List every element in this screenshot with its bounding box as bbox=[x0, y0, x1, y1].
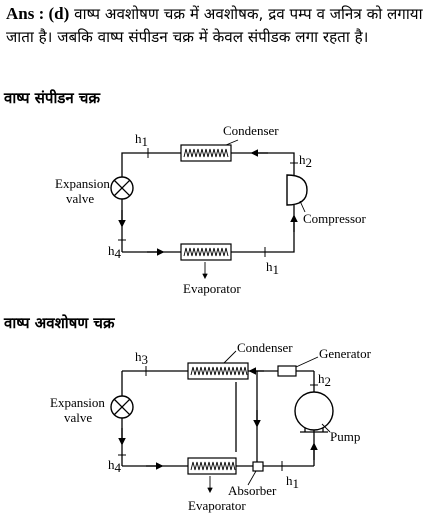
compression-labels: Condenser Expansion valve Compressor Eva… bbox=[55, 123, 367, 296]
absorption-h1-label: h1 bbox=[286, 473, 299, 491]
absorption-condenser-label: Condenser bbox=[237, 340, 293, 355]
absorption-generator-box bbox=[277, 365, 297, 377]
absorption-pump-label: Pump bbox=[330, 429, 360, 444]
absorption-pump bbox=[294, 391, 334, 433]
compression-compressor bbox=[286, 174, 308, 206]
absorption-generator-label: Generator bbox=[319, 346, 372, 361]
absorption-h3-label: h3 bbox=[135, 349, 148, 367]
absorption-evaporator-label: Evaporator bbox=[188, 498, 246, 513]
absorption-evaporator-coil bbox=[187, 457, 237, 475]
compression-compressor-label: Compressor bbox=[303, 211, 367, 226]
compression-expansion-label-2: valve bbox=[66, 191, 94, 206]
absorption-condenser-coil bbox=[187, 362, 249, 380]
compression-condenser-coil bbox=[180, 144, 232, 162]
absorption-absorber-label: Absorber bbox=[228, 483, 277, 498]
absorption-h4-label: h4 bbox=[108, 457, 122, 475]
compression-loop-line bbox=[121, 152, 181, 177]
compression-h2-label: h2 bbox=[299, 152, 312, 170]
absorption-labels: Condenser Generator Expansion valve Pump… bbox=[50, 340, 372, 513]
absorption-h2-label: h2 bbox=[318, 371, 331, 389]
compression-expansion-label-1: Expansion bbox=[55, 176, 110, 191]
compression-h4-label: h4 bbox=[108, 243, 122, 261]
compression-h1-bottom-label: h1 bbox=[266, 259, 279, 277]
compression-cycle-heading: वाष्प संपीडन चक्र bbox=[4, 89, 100, 107]
compression-condenser-label: Condenser bbox=[223, 123, 279, 138]
compression-expansion-valve bbox=[110, 176, 134, 200]
answer-prefix: Ans : (d) bbox=[6, 4, 70, 23]
absorption-cycle-diagram bbox=[110, 350, 334, 494]
compression-cycle-diagram bbox=[110, 139, 308, 280]
absorption-expansion-valve bbox=[110, 395, 134, 419]
absorption-cycle-heading: वाष्प अवशोषण चक्र bbox=[4, 314, 115, 332]
compression-evaporator-coil bbox=[180, 243, 232, 261]
answer-paragraph: Ans : (d) वाष्प अवशोषण चक्र में अवशोषक, … bbox=[6, 2, 432, 49]
absorption-expansion-label-2: valve bbox=[64, 410, 92, 425]
answer-text: वाष्प अवशोषण चक्र में अवशोषक, द्रव पम्प … bbox=[6, 5, 423, 46]
compression-evaporator-label: Evaporator bbox=[183, 281, 241, 296]
absorption-expansion-label-1: Expansion bbox=[50, 395, 105, 410]
compression-h1-top-label: h1 bbox=[135, 131, 148, 149]
absorption-absorber-box bbox=[252, 461, 264, 472]
